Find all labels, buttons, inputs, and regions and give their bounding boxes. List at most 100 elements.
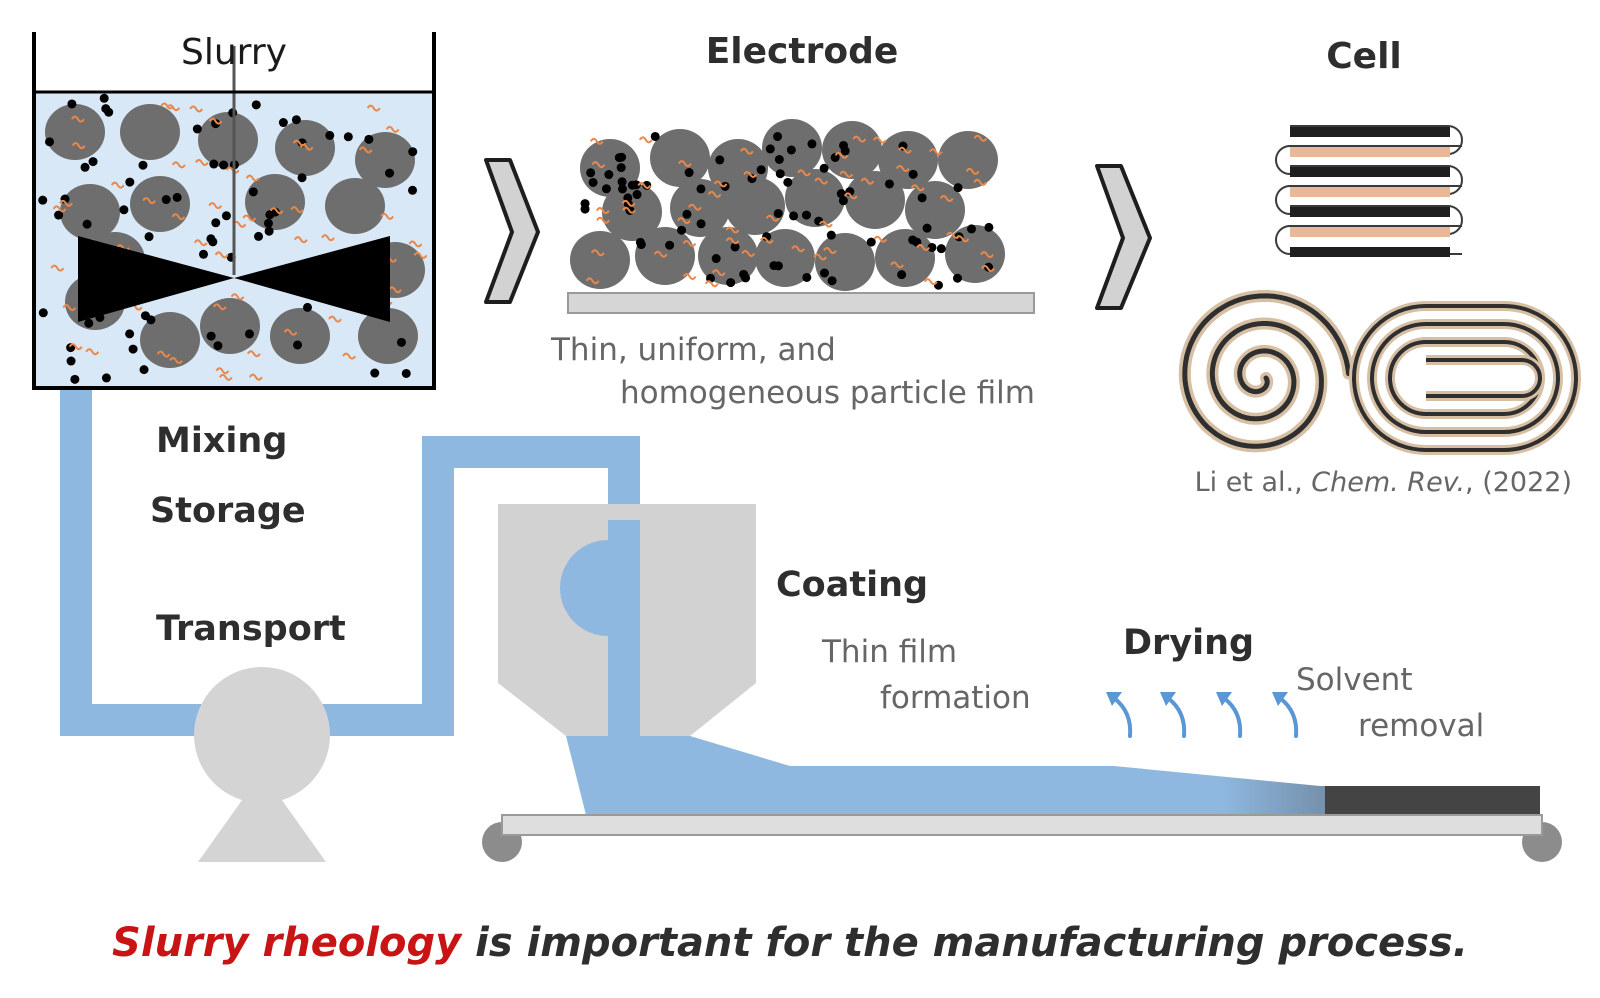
carbon-particle <box>819 268 829 278</box>
binder-strand <box>215 367 230 375</box>
binder-strand <box>189 105 204 113</box>
active-particle <box>60 184 120 240</box>
carbon-particle <box>677 225 687 235</box>
active-particle <box>570 231 630 289</box>
binder-strand <box>52 205 67 213</box>
carbon-particle <box>80 162 90 172</box>
active-particle <box>358 308 418 364</box>
electrode-particles <box>570 119 1005 291</box>
carbon-particle <box>125 177 135 187</box>
slurry-label: Slurry <box>181 32 287 73</box>
binder-strand <box>713 180 728 188</box>
binder-strand <box>230 293 245 301</box>
carbon-particle <box>139 365 149 375</box>
binder-strand <box>585 277 600 285</box>
binder-strand <box>873 235 888 243</box>
carbon-particle <box>248 187 258 197</box>
active-particle <box>130 176 190 232</box>
carbon-particle <box>618 184 628 194</box>
binder-strand <box>946 231 960 239</box>
carbon-particle <box>936 244 946 254</box>
carbon-particle <box>140 311 150 321</box>
carbon-particle <box>251 100 261 110</box>
carbon-particle <box>213 341 223 351</box>
carbon-particle <box>297 173 307 183</box>
carbon-particle <box>789 211 799 221</box>
binder-strand <box>358 146 373 154</box>
carbon-particle <box>773 132 783 142</box>
binder-strand <box>823 247 837 255</box>
binder-strand <box>212 303 227 311</box>
carbon-particle <box>125 329 135 339</box>
carbon-particle <box>401 368 411 378</box>
vapor-arrow-icon <box>1106 692 1133 738</box>
binder-strand <box>928 148 943 156</box>
binder-strand <box>682 239 697 247</box>
carbon-particle <box>38 195 48 205</box>
carbon-particle <box>99 93 109 103</box>
binder-strand <box>156 350 171 358</box>
carbon-particle <box>396 337 406 347</box>
carbon-particle <box>192 124 202 134</box>
carbon-particle <box>221 211 231 221</box>
carbon-particle <box>616 163 626 173</box>
vapor-arrow-icon <box>1216 692 1243 738</box>
carbon-particle <box>866 237 876 247</box>
carbon-particle <box>807 139 817 149</box>
binder-strand <box>791 245 805 253</box>
carbon-particle <box>830 153 840 163</box>
carbon-particle <box>838 196 848 206</box>
binder-strand <box>596 216 610 224</box>
carbon-particle <box>601 184 611 194</box>
active-particle <box>200 298 260 354</box>
binder-strand <box>248 373 263 381</box>
binder-strand <box>193 239 208 247</box>
carbon-particle <box>206 331 216 341</box>
carbon-particle <box>933 280 943 290</box>
binder-strand <box>707 190 722 198</box>
carbon-particle <box>66 343 76 353</box>
carbon-particle <box>617 177 627 187</box>
drying-label: Drying <box>1123 623 1254 663</box>
binder-strand <box>916 244 930 252</box>
binder-strand <box>413 251 428 259</box>
carbon-particle <box>953 183 963 193</box>
active-particle <box>45 104 105 160</box>
binder-strand <box>214 251 229 259</box>
active-particle <box>945 225 1005 283</box>
binder-strand <box>725 226 740 234</box>
binder-strand <box>759 236 774 244</box>
carbon-particle <box>682 209 692 219</box>
carbon-particle <box>67 99 77 109</box>
carbon-particle <box>774 154 784 164</box>
carbon-particle <box>263 218 273 228</box>
impeller-icon <box>78 46 390 322</box>
carbon-particle <box>635 237 645 247</box>
conveyor <box>482 814 1562 862</box>
vapor-arrows <box>1106 692 1299 738</box>
carbon-particle <box>254 231 264 241</box>
storage-label: Storage <box>150 491 306 531</box>
binder-strand <box>59 199 73 207</box>
binder-strand <box>247 350 261 358</box>
caption: Slurry rheology is important for the man… <box>112 920 1468 966</box>
binder-strand <box>596 207 610 215</box>
caption-rest: is important for the manufacturing proce… <box>461 920 1468 966</box>
carbon-particle <box>884 179 894 189</box>
carbon-particle <box>291 115 301 125</box>
drying-sub-line2: removal <box>1358 708 1484 744</box>
carbon-particle <box>101 104 111 114</box>
carbon-particle <box>138 160 148 170</box>
carbon-particle <box>264 226 274 236</box>
carbon-particle <box>66 356 76 366</box>
binder-strand <box>797 169 811 177</box>
binder-strand <box>299 143 314 151</box>
binder-strand <box>366 104 381 112</box>
binder-strand <box>171 213 186 221</box>
active-particle <box>875 229 935 287</box>
caption-highlight: Slurry rheology <box>112 920 463 966</box>
chevron-right-icon <box>1095 164 1152 310</box>
binder-strand <box>385 125 400 133</box>
binder-strand <box>711 269 726 277</box>
active-particle <box>815 233 875 291</box>
